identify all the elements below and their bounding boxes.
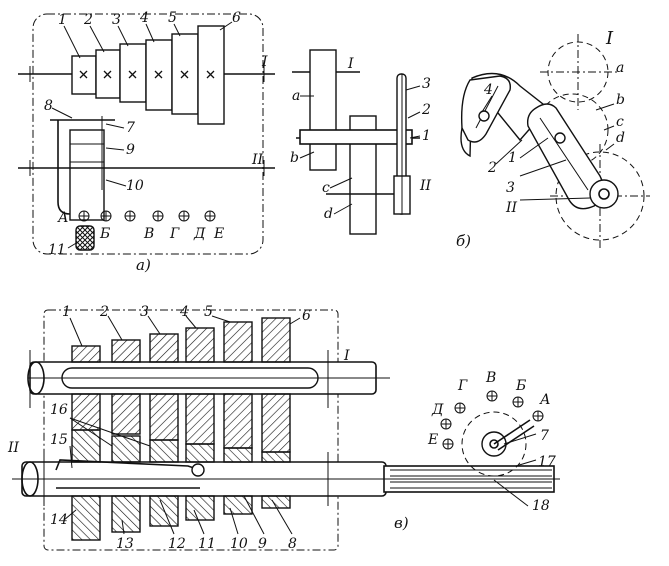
position-label: Г <box>169 226 180 242</box>
position-holes <box>78 210 216 222</box>
shaft-label: II <box>505 200 518 216</box>
panel-a <box>18 13 275 255</box>
gear-number: 6 <box>302 308 311 324</box>
panel-b2 <box>460 34 650 248</box>
position-label: В <box>485 370 496 386</box>
gear-number: 6 <box>232 10 241 26</box>
panel-caption: а) <box>136 256 151 274</box>
part-number: 1 <box>422 128 431 144</box>
gear-letter: d <box>616 130 625 146</box>
part-number: 10 <box>126 178 144 194</box>
position-label: В <box>143 226 154 242</box>
gear-number: 4 <box>139 10 149 26</box>
part-number: 16 <box>50 402 68 418</box>
part-number: 4 <box>483 82 493 98</box>
position-label: Г <box>457 378 468 394</box>
position-label: Б <box>515 378 526 394</box>
position-label: Е <box>213 226 224 242</box>
panel-b-labels: a b c d 3 2 1 I II б) <box>290 56 471 250</box>
part-number: 1 <box>508 150 517 166</box>
dial-holes <box>440 390 544 450</box>
gears-upper <box>71 317 291 453</box>
gear-number: 3 <box>140 304 149 320</box>
position-label: А <box>539 392 551 408</box>
position-label: Б <box>99 226 110 242</box>
part-number: 10 <box>230 536 248 552</box>
gear-letter: b <box>616 92 625 108</box>
panel-c <box>12 309 560 551</box>
panel-caption: в) <box>394 514 409 532</box>
part-number: 8 <box>288 536 297 552</box>
position-label: Д <box>431 402 444 418</box>
part-number: 8 <box>44 98 53 114</box>
position-label: А <box>57 210 69 226</box>
gear-letter: a <box>292 88 300 104</box>
shaft-label: II <box>419 178 432 194</box>
part-number: 13 <box>116 536 134 552</box>
gear-letter: b <box>290 150 299 166</box>
part-number: 12 <box>168 536 186 552</box>
part-number: 3 <box>422 76 431 92</box>
gear-number: 2 <box>83 12 93 28</box>
gear-number: 5 <box>204 304 213 320</box>
part-number: 15 <box>50 432 68 448</box>
gear-number: 4 <box>179 304 189 320</box>
part-number: 11 <box>48 242 66 258</box>
gear-number: 2 <box>99 304 109 320</box>
shaft-label: I <box>261 54 268 70</box>
part-number: 18 <box>532 498 550 514</box>
panel-c-labels: 1 2 3 4 5 6 I II 16 15 14 13 12 11 10 9 … <box>7 304 556 552</box>
panel-b <box>292 49 421 235</box>
position-label: Е <box>427 432 438 448</box>
gear-letter: d <box>324 206 333 222</box>
part-number: 14 <box>50 512 68 528</box>
gear-number: 3 <box>112 12 121 28</box>
position-label: Д <box>193 226 206 242</box>
shaft-label: II <box>7 440 20 456</box>
part-number: 11 <box>198 536 216 552</box>
part-number: 2 <box>487 160 497 176</box>
shaft-label: II <box>251 152 264 168</box>
part-number: 7 <box>126 120 135 136</box>
panel-b2-labels: I a b c d 4 2 1 3 II <box>483 28 625 216</box>
part-number: 2 <box>421 102 431 118</box>
shaft-label: I <box>343 348 350 364</box>
gear-cross-marks <box>79 70 215 79</box>
shaft-label: I <box>347 56 354 72</box>
gear-letter: c <box>322 180 330 196</box>
gear-number: 5 <box>168 10 177 26</box>
panel-caption: б) <box>456 232 471 250</box>
gear-number: 1 <box>62 304 71 320</box>
part-number: 17 <box>538 454 556 470</box>
gear-letter: a <box>616 60 624 76</box>
part-number: 9 <box>258 536 267 552</box>
part-number: 3 <box>506 180 515 196</box>
panel-title: I <box>605 28 614 49</box>
part-number: 7 <box>540 428 549 444</box>
part-number: 9 <box>126 142 135 158</box>
gears-lower <box>71 429 291 541</box>
panel-a-labels: 1 2 3 4 5 6 I II 8 7 9 10 11 А Б В Г Д Е… <box>44 10 268 274</box>
gear-number: 1 <box>58 12 67 28</box>
gear-letter: c <box>616 114 624 130</box>
